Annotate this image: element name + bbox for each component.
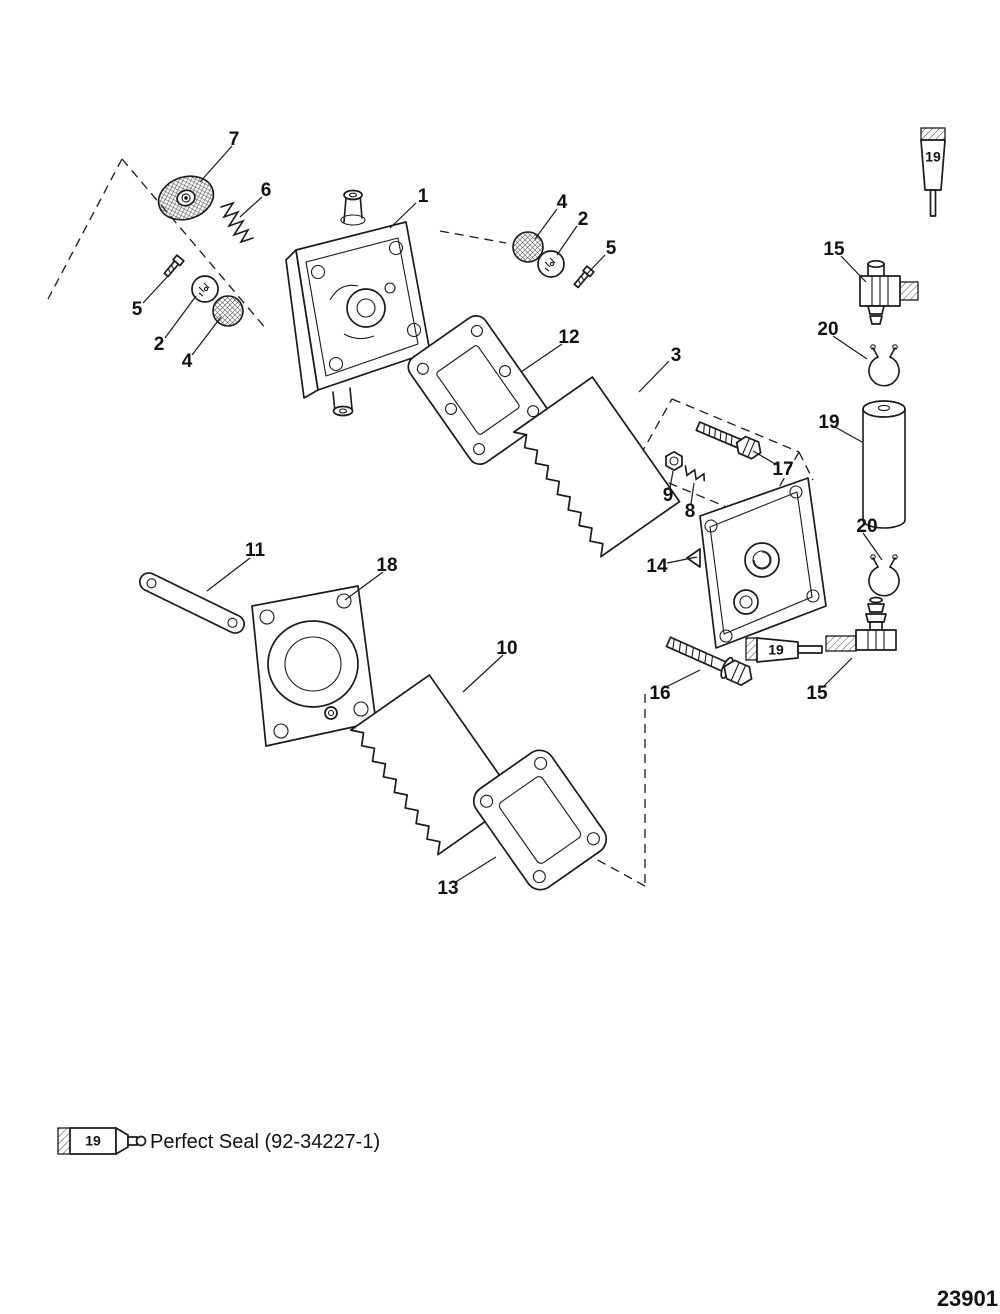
part-12-gasket: [407, 315, 549, 465]
callout-1: 1: [418, 186, 429, 207]
part-6-spring: [220, 201, 254, 244]
callout-10: 10: [496, 638, 517, 659]
part-9-nut: [665, 450, 683, 472]
part-13-gasket: [472, 749, 608, 891]
part-4-screen-right: [512, 231, 544, 263]
callout-8: 8: [685, 501, 696, 522]
part-8-spring: [684, 465, 706, 482]
callout-19-tube-small: 19: [768, 642, 784, 658]
part-19-sealant-tube-top: [920, 127, 946, 217]
legend-text: Perfect Seal (92-34227-1): [150, 1131, 380, 1153]
callout-14: 14: [646, 556, 668, 577]
callout-18: 18: [376, 555, 397, 576]
part-16-bolt: [665, 636, 753, 687]
callout-9: 9: [663, 485, 674, 506]
sealant-tube-icon: [57, 1127, 147, 1155]
legend-part-ref: 19: [85, 1133, 101, 1149]
part-20-clamp-top: [868, 344, 900, 387]
part-19-hose: [862, 400, 906, 529]
doc-number: 23901: [937, 1286, 998, 1311]
callout-5-left: 5: [132, 299, 143, 320]
callout-labels: 7 6 1 4 2 5 5 2 4 12 3 19 15 20 19 17 9 …: [132, 129, 941, 899]
part-2-check-valve-right: [537, 250, 565, 278]
part-11-link-rod: [139, 572, 245, 634]
part-17-screw: [695, 421, 762, 460]
callout-11: 11: [245, 540, 266, 561]
legend: 19 Perfect Seal (92-34227-1): [57, 1127, 380, 1155]
callout-19-hose: 19: [818, 412, 839, 433]
callout-6: 6: [261, 180, 272, 201]
callout-2-right: 2: [578, 209, 589, 230]
callout-15-top: 15: [823, 239, 845, 260]
part-3-diaphragm: [512, 376, 681, 558]
callout-5-right: 5: [606, 238, 617, 259]
part-5-screw-right: [573, 265, 595, 289]
part-20-clamp-bottom: [868, 554, 900, 597]
part-2-check-valve-left: [191, 275, 219, 303]
callout-3: 3: [671, 345, 682, 366]
callout-15-bottom: 15: [806, 683, 828, 704]
leader-lines: [142, 145, 883, 884]
part-10-diaphragm: [349, 674, 518, 856]
part-1-pump-body: [285, 189, 431, 417]
callout-20-bottom: 20: [856, 516, 877, 537]
callout-2-left: 2: [154, 334, 165, 355]
callout-13: 13: [437, 878, 458, 899]
callout-12: 12: [558, 327, 579, 348]
part-15-elbow-fitting-top: [859, 259, 919, 325]
callout-16: 16: [649, 683, 670, 704]
part-14-valve-housing: [686, 477, 827, 649]
callout-4-left: 4: [182, 351, 193, 372]
part-5-screw-left: [163, 254, 185, 278]
callout-20-top: 20: [817, 319, 838, 340]
part-15-barb-fitting-bottom: [825, 596, 897, 652]
callout-4-right: 4: [557, 192, 568, 213]
callout-7: 7: [229, 129, 240, 150]
callout-19-tube-top: 19: [925, 149, 941, 165]
part-18-cover: [251, 585, 377, 747]
part-7-diaphragm-disc: [157, 175, 215, 221]
callout-17: 17: [772, 459, 793, 480]
part-19-sealant-tube-small: [745, 637, 823, 663]
